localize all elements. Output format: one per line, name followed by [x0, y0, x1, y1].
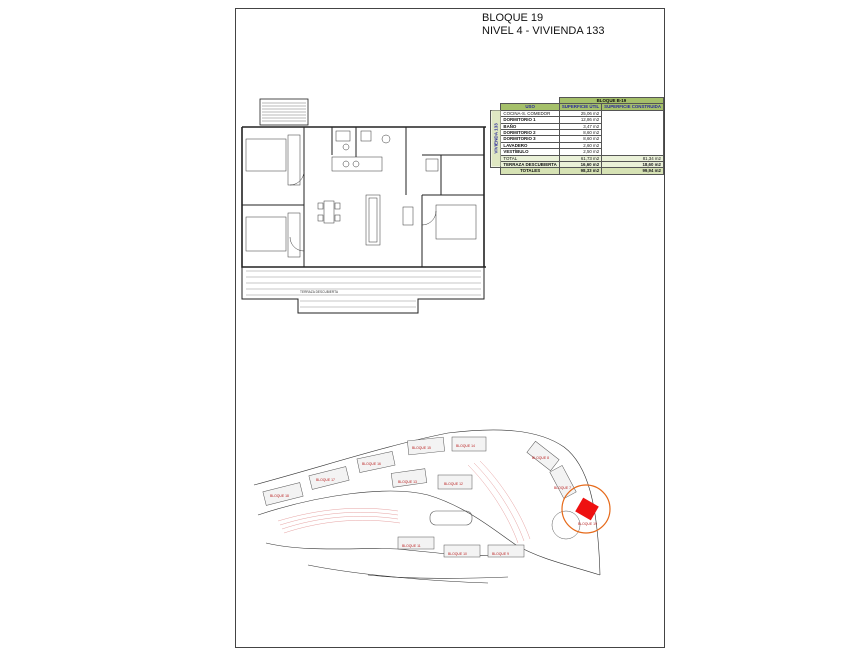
table-grand-total-row: TOTALES 98,33 m2 99,94 m2: [491, 167, 664, 175]
block-label: BLOQUE 14: [456, 444, 475, 448]
site-plan: BLOQUE 18 BLOQUE 17 BLOQUE 16 BLOQUE 15 BLOQ…: [253, 429, 611, 584]
grand-label: TOTALES: [500, 167, 560, 175]
grand-built: 99,94 m2: [601, 167, 664, 175]
title-block: BLOQUE 19: [482, 12, 544, 24]
table-block-title: BLOQUE B-19: [558, 96, 665, 105]
block-label: BLOQUE 9: [492, 552, 509, 556]
block-label: BLOQUE 15: [412, 446, 431, 450]
surface-table: BLOQUE B-19 USO SUPERFICIE ÚTIL SUPERFIC…: [490, 96, 665, 175]
floor-plan: TERRAZA DESCUBIERTA: [241, 98, 486, 314]
row-util: 25,06 m2: [558, 109, 603, 118]
block-label: BLOQUE 17: [316, 478, 335, 482]
table-total-row: TOTAL 61,73 m2 81,34 m2: [491, 154, 664, 163]
table-terrace-row: TERRAZA DESCUBIERTA 16,60 m2 18,60 m2: [491, 161, 664, 169]
block-label: BLOQUE 8: [532, 456, 549, 460]
row-util: 8,60 m2: [558, 128, 603, 137]
terrace-label: TERRAZA DESCUBIERTA: [500, 161, 560, 169]
row-util: 3,47 m2: [558, 122, 603, 131]
grand-util: 98,33 m2: [558, 167, 603, 175]
col-util-header: SUPERFICIE ÚTIL: [558, 103, 603, 111]
row-util: 12,86 m2: [558, 116, 603, 124]
block-label: BLOQUE 18: [270, 494, 289, 498]
terrace-util: 16,60 m2: [558, 161, 603, 169]
block-label: BLOQUE 11: [402, 544, 421, 548]
row-util: 2,50 m2: [558, 148, 603, 156]
title-level-unit: NIVEL 4 - VIVIENDA 133: [482, 25, 605, 37]
terrace-plan-label: TERRAZA DESCUBIERTA: [300, 290, 339, 294]
block-label: BLOQUE 16: [362, 462, 381, 466]
location-circle: [561, 484, 611, 534]
block-label: BLOQUE 12: [444, 482, 463, 486]
block-label: BLOQUE 19: [578, 522, 597, 526]
block-label: BLOQUE 13: [398, 480, 417, 484]
block-label: BLOQUE 10: [448, 552, 467, 556]
page-title: BLOQUE 19 NIVEL 4 - VIVIENDA 133: [482, 12, 604, 38]
terrace-built: 18,60 m2: [601, 161, 664, 169]
block-label: BLOQUE 7: [554, 486, 571, 490]
unit-side-label: VIVIENDA 133: [490, 110, 501, 168]
total-built: 81,34 m2: [601, 154, 664, 163]
row-util: 8,60 m2: [558, 135, 603, 143]
col-built-header: SUPERFICIE CONSTRUIDA: [601, 103, 664, 111]
unit-highlight: [575, 497, 599, 521]
total-util: 61,73 m2: [558, 154, 603, 163]
row-util: 2,60 m2: [558, 141, 603, 150]
